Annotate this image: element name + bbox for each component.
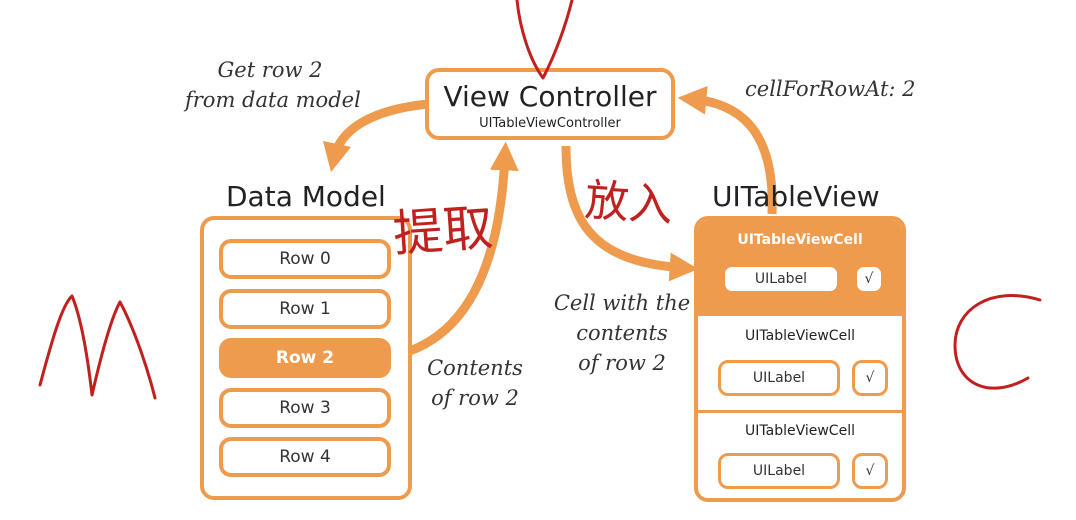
data-model-row-4: Row 4 bbox=[219, 437, 391, 477]
cell-0-name: UITableViewCell bbox=[737, 232, 863, 248]
caption-get-row: Get row 2 from data model bbox=[185, 55, 361, 115]
handwritten-put-in: 放入 bbox=[583, 175, 674, 232]
caption-cell-with: Cell with the contents of row 2 bbox=[552, 288, 692, 378]
handwritten-fetch: 提取 bbox=[391, 198, 495, 263]
table-view-cell-2: UITableViewCell UILabel √ bbox=[698, 413, 902, 498]
caption-cell-with-line3: of row 2 bbox=[578, 351, 666, 375]
data-model-row-0: Row 0 bbox=[219, 239, 391, 279]
handwritten-v-mark bbox=[515, 0, 574, 80]
arrow-contents bbox=[391, 141, 519, 361]
cell-divider bbox=[698, 410, 902, 413]
table-view-cell-1: UITableViewCell UILabel √ bbox=[698, 316, 902, 410]
table-view-cell-0: UITableViewCell UILabel √ bbox=[698, 220, 902, 316]
caption-contents-line2: of row 2 bbox=[431, 386, 519, 410]
table-view-box: UITableViewCell UILabel √ UITableViewCel… bbox=[694, 216, 906, 502]
data-model-title: Data Model bbox=[226, 180, 386, 213]
caption-contents-line1: Contents bbox=[427, 356, 523, 380]
caption-contents: Contents of row 2 bbox=[420, 353, 530, 413]
handwritten-m-label: M bbox=[0, 0, 1, 1]
cell-2-name: UITableViewCell bbox=[745, 423, 855, 439]
arrow-cell-for-row bbox=[677, 85, 777, 215]
cell-1-uilabel: UILabel bbox=[718, 360, 840, 396]
table-view-title: UITableView bbox=[712, 180, 880, 213]
caption-cell-with-line1: Cell with the bbox=[553, 291, 691, 315]
handwritten-c-letter bbox=[953, 294, 1042, 390]
cell-2-checkmark: √ bbox=[852, 453, 888, 489]
data-model-row-2: Row 2 bbox=[219, 338, 391, 378]
data-model-row-3: Row 3 bbox=[219, 387, 391, 428]
cell-0-checkmark: √ bbox=[854, 264, 884, 294]
caption-cell-for-row: cellForRowAt: 2 bbox=[745, 77, 916, 101]
data-model-row-1: Row 1 bbox=[219, 288, 391, 329]
view-controller-box: View Controller UITableViewController bbox=[425, 68, 675, 140]
cell-1-name: UITableViewCell bbox=[745, 328, 855, 344]
caption-get-row-line2: from data model bbox=[185, 88, 361, 112]
caption-get-row-line1: Get row 2 bbox=[217, 58, 323, 82]
view-controller-title: View Controller bbox=[443, 80, 657, 113]
arrow-cell-with-contents bbox=[561, 145, 699, 282]
caption-cell-with-line2: contents bbox=[576, 321, 668, 345]
handwritten-c-label: C bbox=[0, 0, 1, 1]
cell-1-checkmark: √ bbox=[852, 360, 888, 396]
cell-2-uilabel: UILabel bbox=[718, 453, 840, 489]
handwritten-m-letter bbox=[38, 294, 157, 400]
view-controller-subtitle: UITableViewController bbox=[479, 116, 621, 131]
cell-0-uilabel: UILabel bbox=[722, 264, 840, 294]
arrow-get-row bbox=[322, 99, 429, 173]
